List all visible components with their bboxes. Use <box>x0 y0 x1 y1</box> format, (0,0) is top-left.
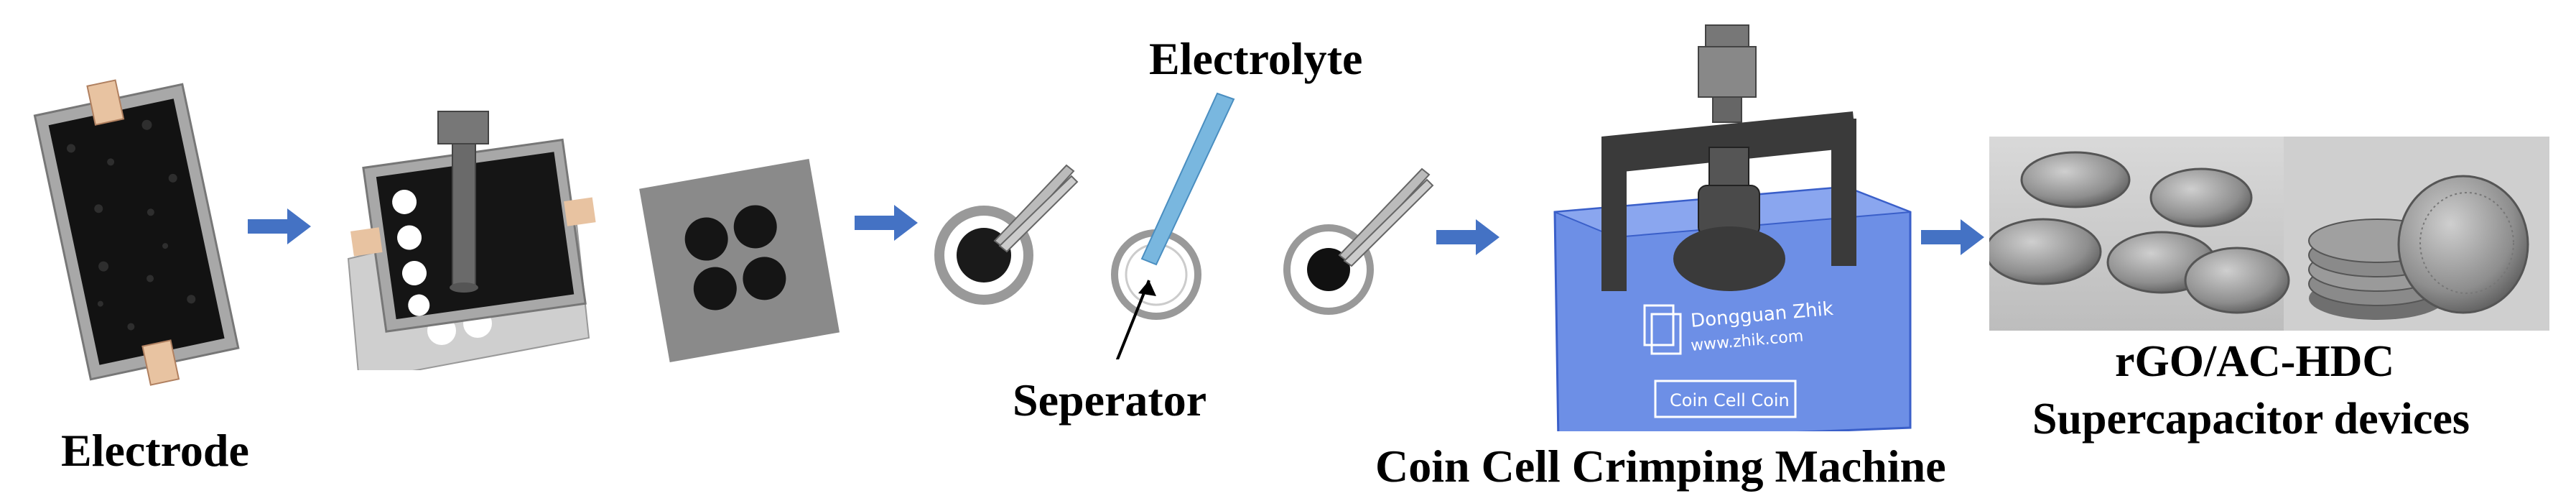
electrolyte-label: Electrolyte <box>1149 33 1363 84</box>
assembly-panel <box>919 86 1465 359</box>
arrow-icon <box>248 208 311 244</box>
tweezers-icon <box>1338 167 1434 267</box>
device-photo <box>1989 137 2549 331</box>
arrow-icon <box>1921 219 1984 255</box>
tweezers-icon <box>993 164 1079 253</box>
crimping-machine-label: Coin Cell Crimping Machine <box>1375 441 1946 492</box>
separator-pointer <box>1115 280 1150 359</box>
arrow-icon <box>855 205 918 241</box>
device-name-label: rGO/AC-HDC <box>2115 337 2395 386</box>
coin-cell-stack-icon <box>2308 175 2529 320</box>
electrode-label: Electrode <box>61 425 249 476</box>
electrode-sheet-panel <box>18 72 255 392</box>
arrow-icon <box>1436 219 1499 255</box>
pipette-icon <box>1140 92 1235 266</box>
machine-plate-text: Coin Cell Coin <box>1670 390 1790 410</box>
crimping-machine-panel: Dongguan Zhik www.zhik.com Coin Cell Coi… <box>1537 22 1925 431</box>
punched-disc-sheet-icon <box>639 159 840 363</box>
device-description-label: Supercapacitor devices <box>2032 395 2470 443</box>
separator-label: Seperator <box>1013 374 1207 426</box>
punching-panel <box>338 97 905 370</box>
punch-tool-icon <box>437 111 489 293</box>
coin-cell-case-icon <box>1111 229 1201 320</box>
coin-cell-icon <box>1989 151 2290 314</box>
electrode-sheet-icon <box>33 79 240 386</box>
crimping-machine-icon: Dongguan Zhik www.zhik.com Coin Cell Coi… <box>1553 24 1912 431</box>
